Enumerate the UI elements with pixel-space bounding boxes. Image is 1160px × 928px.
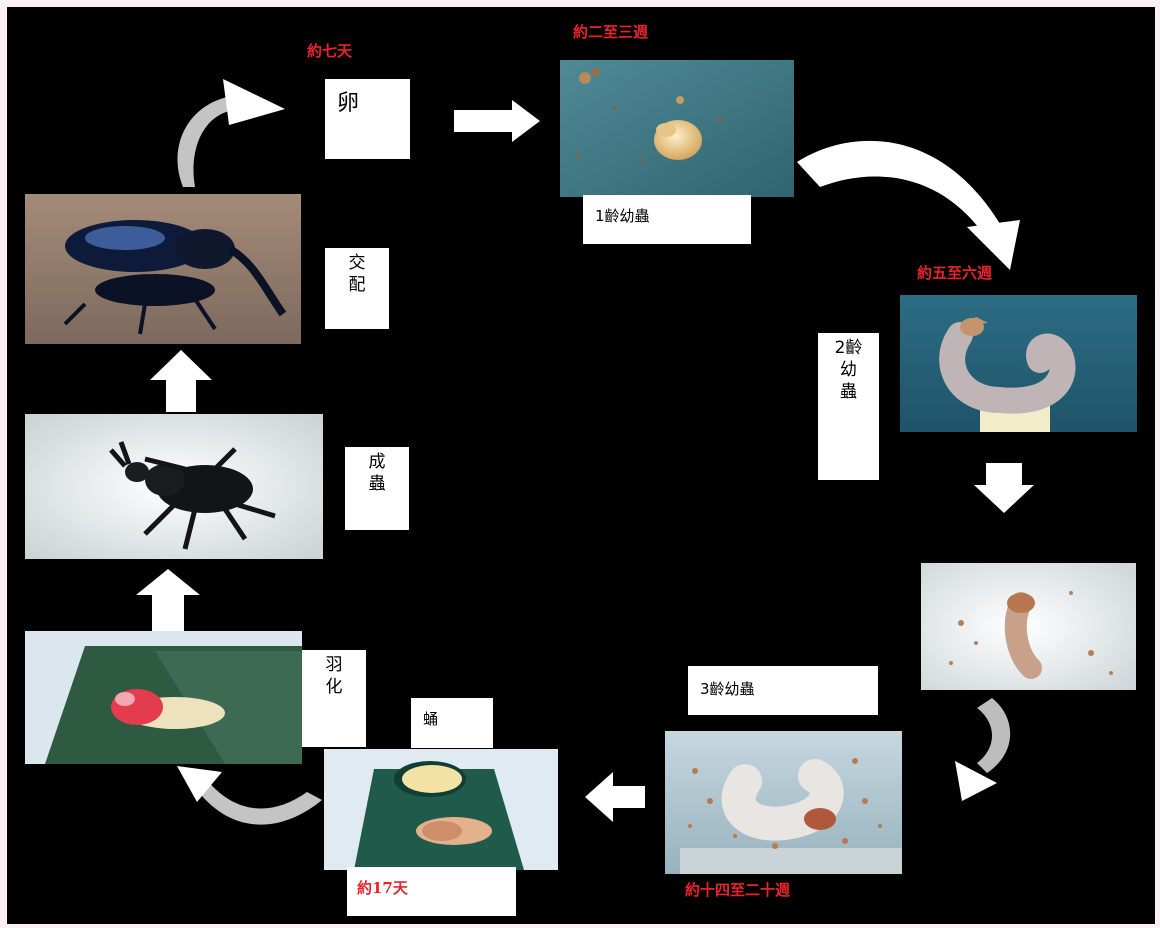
adult-photo [25, 414, 323, 559]
curved-arrow-icon [952, 693, 1022, 803]
arrow-down-icon [974, 463, 1034, 513]
larva1-label: 1齡幼蟲 [583, 195, 751, 244]
eclosion-label: 羽 化 [302, 650, 366, 747]
duration-pupa: 約17天 [357, 877, 408, 898]
duration-larva1: 約二至三週 [573, 21, 648, 42]
larva2-photo [900, 295, 1137, 432]
adult-label: 成 蟲 [345, 447, 409, 530]
egg-label: 卵 [325, 79, 410, 159]
pupa-label: 蛹 [411, 698, 493, 748]
larva1-photo [560, 60, 794, 197]
life-cycle-diagram: 約七天 約二至三週 約五至六週 約十四至二十週 卵 1齡幼蟲 [7, 7, 1155, 924]
curved-arrow-icon [792, 132, 1032, 272]
mating-label: 交 配 [325, 248, 389, 329]
duration-egg: 約七天 [307, 40, 352, 61]
larva2-label: 2齡 幼 蟲 [818, 333, 879, 480]
arrow-left-icon [585, 772, 645, 822]
arrow-right-icon [454, 100, 540, 142]
pupa-duration-box: 約17天 [347, 867, 516, 916]
curved-arrow-icon [167, 77, 287, 192]
arrow-up-icon [136, 569, 200, 631]
pupa-photo [324, 749, 558, 870]
larva3-label: 3齡幼蟲 [688, 666, 878, 715]
mating-photo [25, 194, 301, 344]
curved-arrow-icon [167, 762, 327, 832]
larva-molt-photo [921, 563, 1136, 690]
duration-larva3: 約十四至二十週 [685, 879, 790, 900]
arrow-up-icon [150, 350, 212, 412]
larva3-photo [665, 731, 902, 874]
eclosion-photo [25, 631, 302, 764]
